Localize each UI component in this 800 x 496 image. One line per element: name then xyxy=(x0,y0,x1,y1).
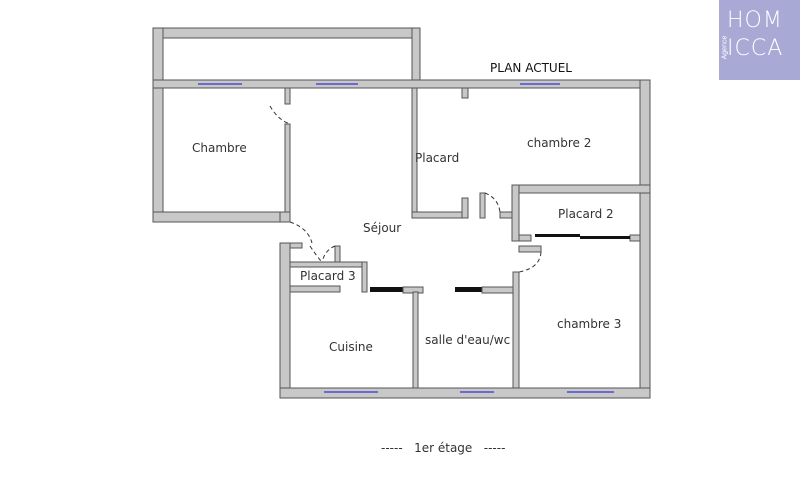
room-chambre-2: chambre 2 xyxy=(527,136,591,150)
room-sejour: Séjour xyxy=(363,221,401,235)
room-placard-2: Placard 2 xyxy=(558,207,614,221)
windows xyxy=(198,83,614,393)
room-chambre: Chambre xyxy=(192,141,247,155)
logo-line1: HOM xyxy=(727,8,783,33)
room-chambre-3: chambre 3 xyxy=(557,317,621,331)
room-placard: Placard xyxy=(415,151,459,165)
plan-title: PLAN ACTUEL xyxy=(490,61,572,75)
door-swings xyxy=(269,105,542,273)
floor-label: ----- 1er étage ----- xyxy=(381,441,505,455)
room-placard-3: Placard 3 xyxy=(300,269,356,283)
logo-line2: ICCA xyxy=(727,36,784,61)
room-cuisine: Cuisine xyxy=(329,340,373,354)
room-salle-eau: salle d'eau/wc xyxy=(425,333,510,347)
agency-logo: HOM ICCA Agence xyxy=(719,0,800,80)
